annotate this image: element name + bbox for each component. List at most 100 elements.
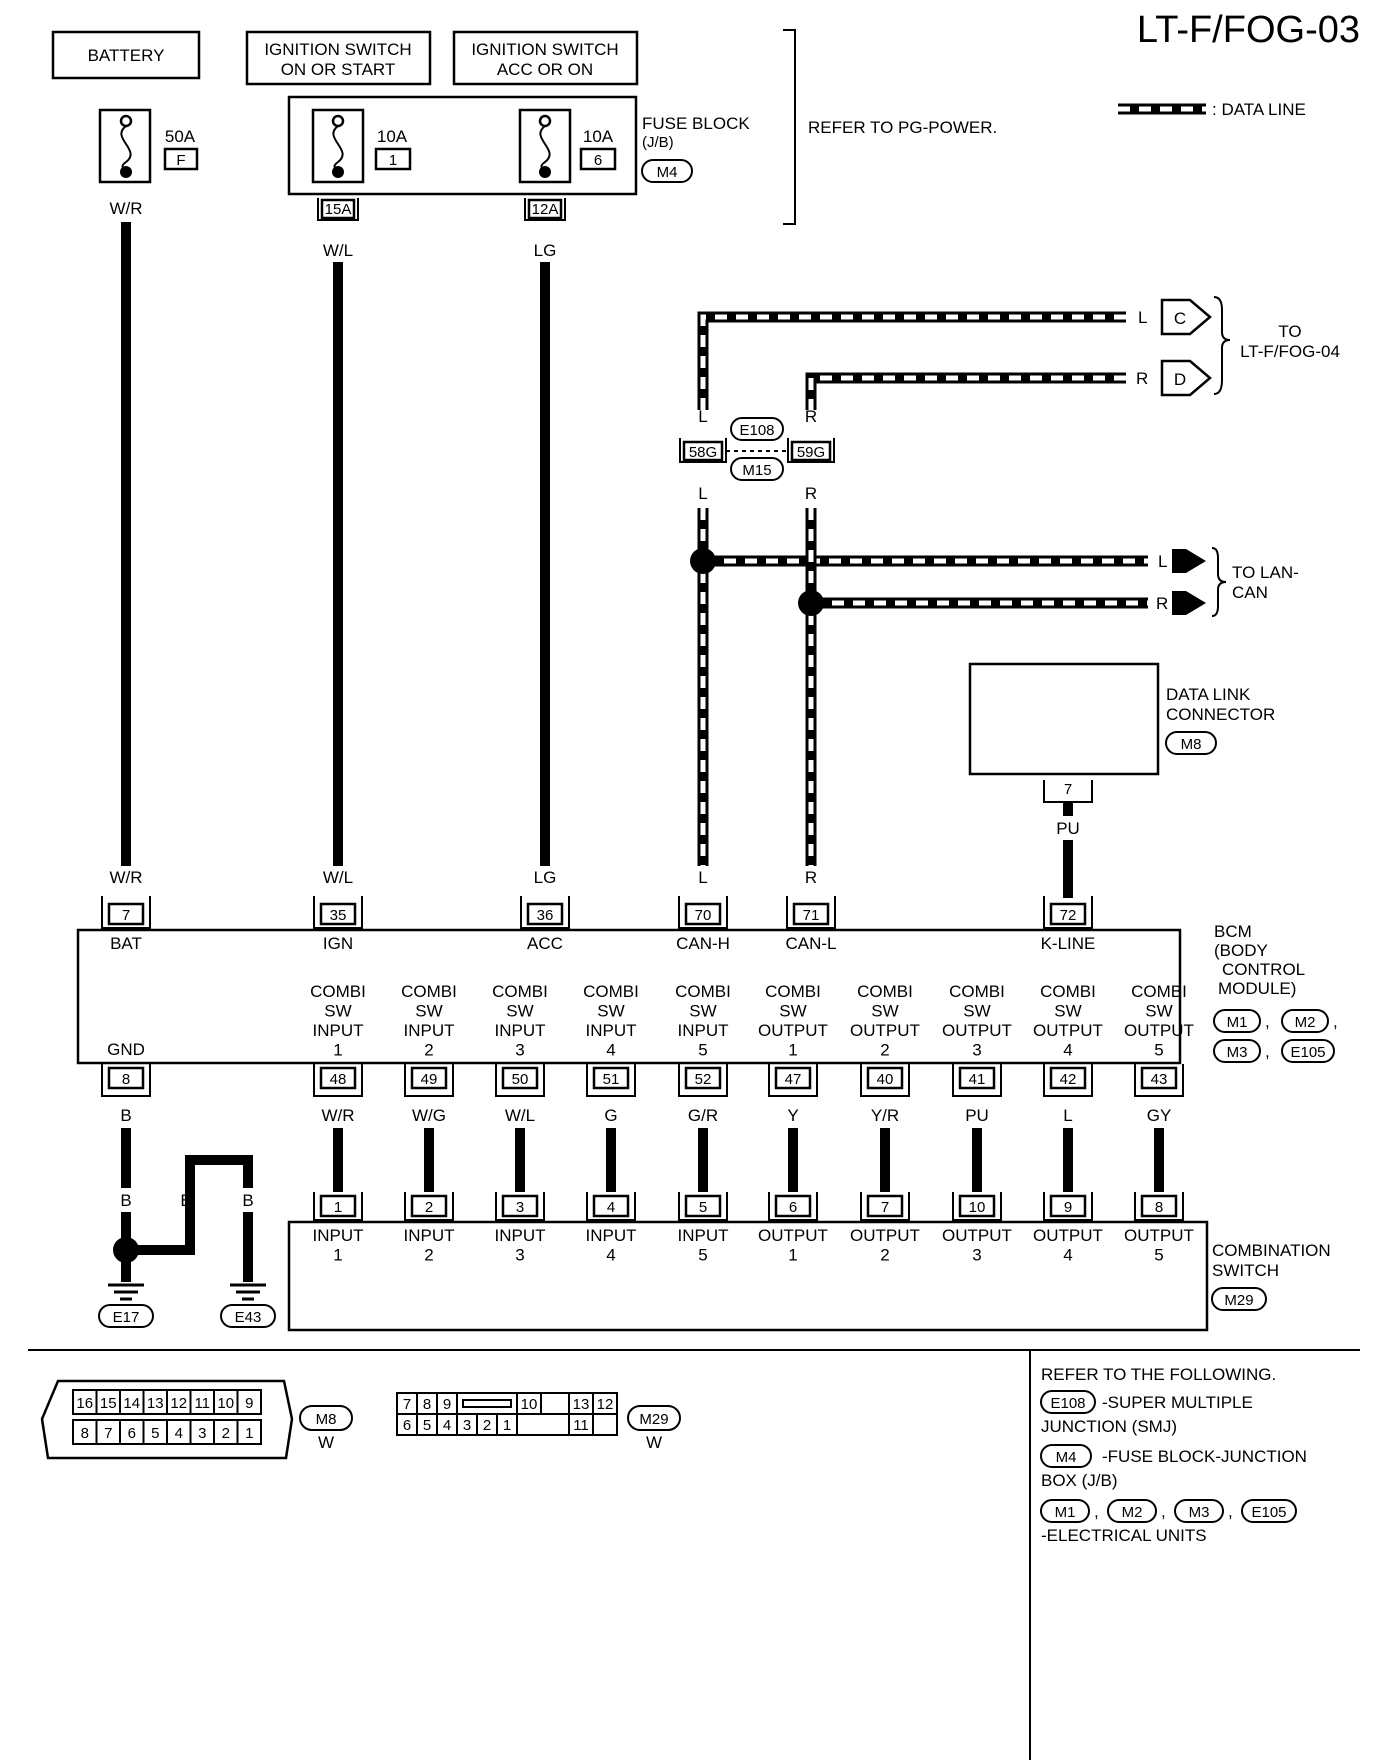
- m29-pin: 5: [423, 1417, 431, 1434]
- bcm-term-name-line: 3: [972, 1041, 981, 1060]
- gnd-wire-b3: B: [242, 1191, 253, 1210]
- combi-term-name-line: 4: [1063, 1246, 1072, 1265]
- bcm-term-name-line: OUTPUT: [850, 1021, 920, 1040]
- m8-pin: 16: [76, 1395, 93, 1412]
- combi-label-1: COMBINATION: [1212, 1241, 1331, 1260]
- ign-label-1: IGNITION SWITCH: [264, 40, 411, 59]
- m8-pin: 14: [123, 1395, 140, 1412]
- refer-comma-1: ,: [1094, 1502, 1099, 1521]
- wire-combi-8: PU: [965, 1106, 989, 1192]
- refer-eu-conn-3: M3: [1189, 1504, 1210, 1521]
- acc-label-2: ACC OR ON: [497, 60, 593, 79]
- dlc-conn: M8: [1181, 736, 1202, 753]
- bcm-conn-2: M2: [1295, 1014, 1316, 1031]
- wire-color-label: G: [604, 1106, 617, 1125]
- fuse-block-label-2: (J/B): [642, 134, 674, 151]
- combi-term-name-line: 2: [880, 1246, 889, 1265]
- bcm-term-name-line: COMBI: [401, 982, 457, 1001]
- combi-term-name-line: 3: [972, 1246, 981, 1265]
- m29-pin: 2: [483, 1417, 491, 1434]
- m8-pin: 9: [245, 1395, 253, 1412]
- wire-bat-bottom: W/R: [109, 868, 142, 887]
- m29-color: W: [646, 1433, 662, 1452]
- bcm-term-number: 48: [330, 1071, 347, 1088]
- bcm-comma-1: ,: [1265, 1012, 1270, 1031]
- bcm-term-number: 35: [330, 907, 347, 924]
- m29-id: M29: [639, 1411, 668, 1428]
- bcm-term-name-line: COMBI: [765, 982, 821, 1001]
- to-lan-label-1: TO LAN-: [1232, 563, 1299, 582]
- combi-term-number: 4: [607, 1199, 615, 1216]
- bcm-term-name-line: COMBI: [857, 982, 913, 1001]
- combi-term-number: 5: [699, 1199, 707, 1216]
- to-fog04-label-1: TO: [1278, 322, 1301, 341]
- fog04-c-id: C: [1174, 309, 1186, 328]
- m8-color: W: [318, 1433, 334, 1452]
- to-fog04-label-2: LT-F/FOG-04: [1240, 342, 1340, 361]
- combi-term-name-line: INPUT: [313, 1226, 364, 1245]
- bcm-term-number: 70: [695, 907, 712, 924]
- bcm-term-name-line: INPUT: [495, 1021, 546, 1040]
- combi-term-number: 8: [1155, 1199, 1163, 1216]
- bcm-term-name-line: INPUT: [678, 1021, 729, 1040]
- m29-pin: 9: [443, 1396, 451, 1413]
- smj-l-bottom: L: [698, 484, 707, 503]
- fuse-acc-id: 6: [594, 152, 602, 169]
- bcm-term-name-line: COMBI: [310, 982, 366, 1001]
- wire-combi-6: Y: [787, 1106, 799, 1192]
- ground-circuit: B B B B E17 E43: [98, 1106, 276, 1328]
- refer-eu-conn-2: M2: [1122, 1504, 1143, 1521]
- wire-color-label: G/R: [688, 1106, 718, 1125]
- bcm-term-name-line: SW: [779, 1002, 806, 1021]
- gnd-wire-b1: B: [120, 1191, 131, 1210]
- refer-pg-power: REFER TO PG-POWER.: [808, 118, 997, 137]
- bcm-term-name-line: OUTPUT: [1124, 1021, 1194, 1040]
- page-title: LT-F/FOG-03: [1137, 9, 1360, 51]
- wire-ign-top: W/L: [323, 241, 353, 260]
- battery-label: BATTERY: [88, 46, 165, 65]
- acc-label-1: IGNITION SWITCH: [471, 40, 618, 59]
- fuse-acc-amps: 10A: [583, 127, 614, 146]
- bcm-term-name-line: 2: [880, 1041, 889, 1060]
- wire-bat-top: W/R: [109, 199, 142, 218]
- bcm-term-name-line: INPUT: [404, 1021, 455, 1040]
- wire-combi-1: W/R: [321, 1106, 355, 1192]
- m8-pin: 8: [81, 1425, 89, 1442]
- combi-term-name-line: 1: [333, 1246, 342, 1265]
- smj-term-l: 58G: [689, 444, 717, 461]
- wire-acc-bottom: LG: [534, 868, 557, 887]
- wire-color-label: Y: [787, 1106, 798, 1125]
- wire-color-label: Y/R: [871, 1106, 899, 1125]
- fuse-block-label-1: FUSE BLOCK: [642, 114, 750, 133]
- combi-term-name-line: INPUT: [495, 1226, 546, 1245]
- combi-term-name-line: 1: [788, 1246, 797, 1265]
- bcm-term-name: CAN-L: [785, 934, 836, 953]
- refer-smj-conn: E108: [1050, 1395, 1085, 1412]
- wire-acc-top: LG: [534, 241, 557, 260]
- wire-color-label: W/G: [412, 1106, 446, 1125]
- lan-l-label: L: [1158, 552, 1167, 571]
- m29-pin: 10: [521, 1396, 538, 1413]
- m29-pin: 3: [463, 1417, 471, 1434]
- m29-pin: 1: [503, 1417, 511, 1434]
- bcm-term-name-line: SW: [506, 1002, 533, 1021]
- bcm-top-terminal-k-line: 72K-LINE: [1041, 896, 1095, 953]
- bcm-term-number: 49: [421, 1071, 438, 1088]
- combi-term-name-line: INPUT: [586, 1226, 637, 1245]
- m8-pin: 7: [104, 1425, 112, 1442]
- smj-r-top: R: [805, 407, 817, 426]
- bcm-label-1: BCM: [1214, 922, 1252, 941]
- m29-pin: 13: [573, 1396, 590, 1413]
- bcm-term-number: 36: [537, 907, 554, 924]
- combi-term-name-line: OUTPUT: [1124, 1226, 1194, 1245]
- fuse-acc-term: 12A: [532, 201, 559, 218]
- bcm-term-name-line: SW: [324, 1002, 351, 1021]
